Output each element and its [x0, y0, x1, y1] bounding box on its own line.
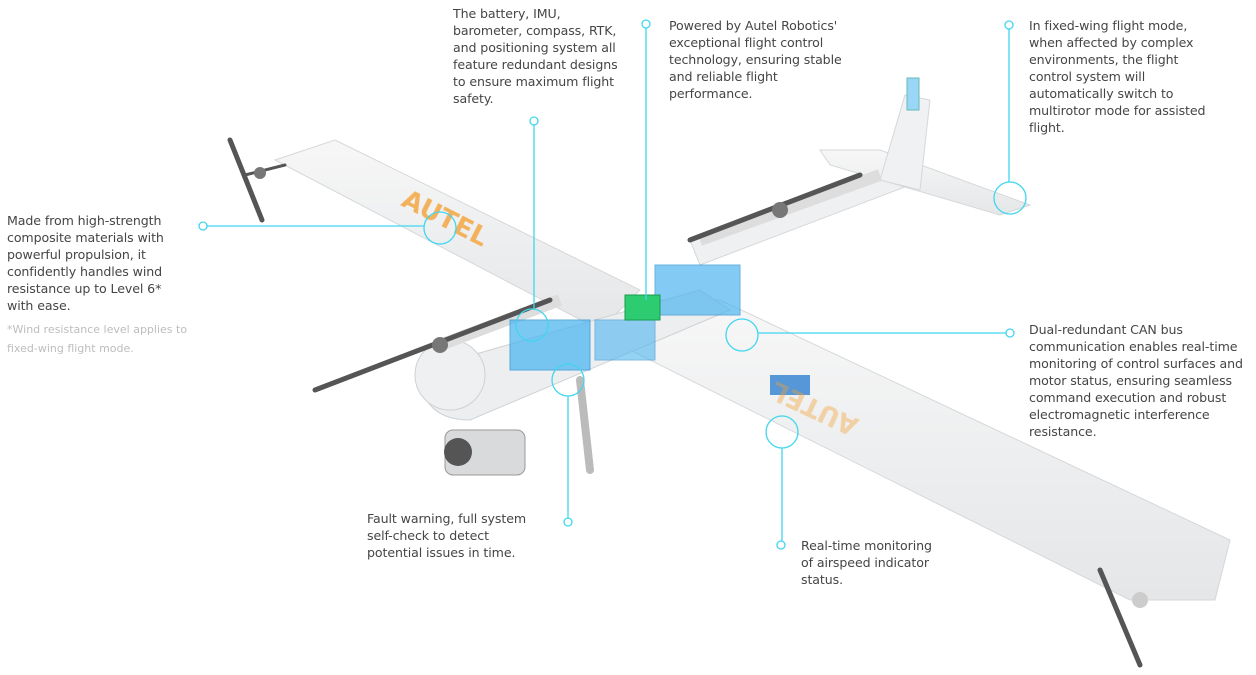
horizontal-stabilizer — [819, 149, 1032, 216]
callout-lines — [198, 19, 1027, 550]
callout-mode-switch-text: In fixed-wing flight mode, when affected… — [1029, 18, 1206, 135]
callout-airspeed-text: Real-time monitoring of airspeed indicat… — [801, 538, 932, 587]
callout-redundancy-text: The battery, IMU, barometer, compass, RT… — [453, 6, 618, 106]
battery-modules — [509, 264, 810, 395]
left-wing — [273, 139, 641, 331]
callout-fault-warning-text: Fault warning, full system self-check to… — [367, 511, 527, 560]
propeller-icon — [227, 137, 1143, 668]
vertical-stabilizer — [879, 94, 931, 191]
tail-boom — [689, 169, 911, 266]
flight-controller-module — [624, 294, 661, 321]
callout-structure-note: *Wind resistance level applies to fixed-… — [7, 323, 188, 355]
callout-flight-control-text: Powered by Autel Robotics' exceptional f… — [669, 18, 842, 101]
callout-can-bus-text: Dual-redundant CAN bus communication ena… — [1029, 322, 1243, 439]
callout-structure-text: Made from high-strength composite materi… — [7, 213, 164, 313]
